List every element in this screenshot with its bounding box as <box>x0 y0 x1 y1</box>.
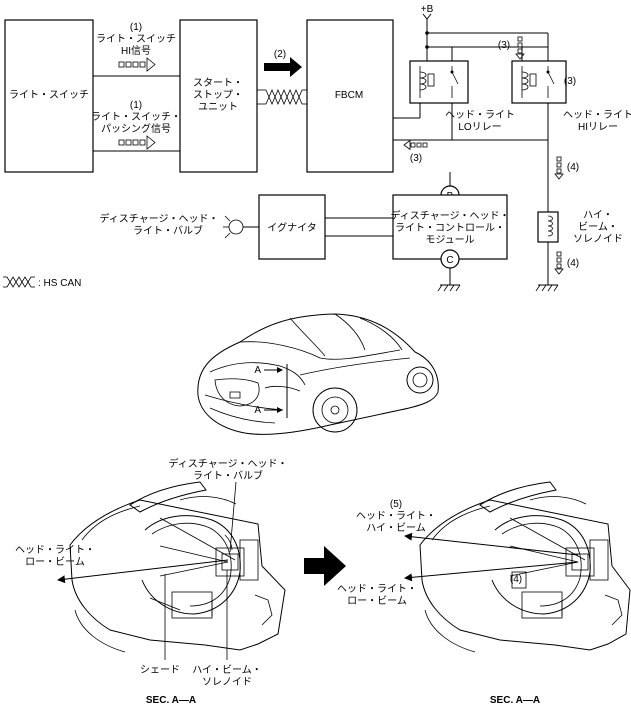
lo-relay-label-2: LOリレー <box>458 122 501 133</box>
ground-icon <box>437 284 461 292</box>
can-number: (2) <box>274 49 286 60</box>
fbcm-block <box>306 19 394 173</box>
discharge-module-block <box>392 194 508 260</box>
discharge-module-label-1: ディスチャージ・ヘッド・ <box>391 209 510 222</box>
right-headlamp-section <box>419 481 631 653</box>
section-marker-a-bottom: A <box>254 405 261 416</box>
solenoid-label-2: ビーム・ <box>578 221 618 233</box>
igniter-block <box>258 194 326 260</box>
pass-signal-label-2: パッシング信号 <box>101 122 171 135</box>
igniter-label: イグナイタ <box>267 221 316 234</box>
right-high-beam-label-2: ハイ・ビーム <box>366 522 426 534</box>
light-switch-label: ライト・スイッチ <box>9 89 89 101</box>
solenoid-coil-icon <box>547 215 553 237</box>
right-number-5: (5) <box>390 499 402 510</box>
hi-relay-coil-icon <box>521 66 537 98</box>
pass-signal-arrow-icon <box>118 135 156 150</box>
can-flow-arrow-icon <box>264 57 302 77</box>
ground-icon <box>535 284 559 292</box>
hs-can-bus-icon <box>257 88 307 106</box>
solenoid-number-top: (4) <box>567 162 579 173</box>
right-low-beam-ray <box>404 561 579 582</box>
solenoid-label-3: ソレノイド <box>573 234 623 245</box>
high-beam-ray <box>404 532 579 556</box>
pass-signal-number: (1) <box>130 100 142 111</box>
hs-can-legend-icon <box>3 276 35 288</box>
left-solenoid-label-1: ハイ・ビーム・ <box>192 664 262 676</box>
bulb-label-1: ディスチャージ・ヘッド・ <box>100 212 219 225</box>
lo-relay-signal-arrow-icon <box>403 139 428 151</box>
right-low-beam-label-2: ロー・ビーム <box>347 595 407 607</box>
hi-relay-number-left: (3) <box>498 40 510 51</box>
hi-relay-number-right: (3) <box>564 76 576 87</box>
hi-beam-solenoid-block <box>537 211 559 243</box>
left-solenoid-label-2: ソレノイド <box>202 677 252 688</box>
left-low-beam-label-2: ロー・ビーム <box>25 556 85 568</box>
lo-relay-switch-icon <box>450 66 459 98</box>
car-illustration <box>197 313 439 435</box>
left-low-beam-label-1: ヘッド・ライト・ <box>15 544 95 556</box>
solenoid-number-bottom: (4) <box>567 258 579 269</box>
lo-relay-block <box>409 60 469 104</box>
low-beam-ray <box>57 559 229 584</box>
discharge-module-label-3: モジュール <box>425 235 474 246</box>
shade-label: シェード <box>140 665 180 676</box>
pass-signal-label-1: ライト・スイッチ・ <box>91 111 181 123</box>
legend-label: : HS CAN <box>38 278 81 289</box>
power-label: +B <box>421 4 434 15</box>
right-number-4: (4) <box>510 574 522 585</box>
hi-signal-label-2: HI信号 <box>121 45 151 57</box>
hi-relay-switch-icon <box>546 66 555 98</box>
light-switch-block <box>4 19 94 173</box>
discharge-bulb-icon <box>223 215 244 239</box>
transition-arrow-icon <box>304 546 346 586</box>
solenoid-label-1: ハイ・ <box>583 210 613 221</box>
section-marker-a-top: A <box>254 365 261 376</box>
hi-signal-arrow-icon <box>118 57 156 72</box>
lo-relay-coil-icon <box>419 66 435 98</box>
left-bulb-label-1: ディスチャージ・ヘッド・ <box>169 457 288 470</box>
hi-signal-number: (1) <box>130 22 142 33</box>
hi-signal-label-1: ライト・スイッチ <box>96 33 176 45</box>
ground-signal-arrow-icon <box>554 251 564 275</box>
hi-relay-label-2: HIリレー <box>578 122 618 133</box>
connector-c-label: C <box>446 255 453 266</box>
bulb-label-2: ライト・バルブ <box>133 224 203 237</box>
fbcm-label: FBCM <box>335 90 363 101</box>
solenoid-signal-arrow-icon <box>554 156 564 180</box>
left-headlamp-section <box>69 481 286 653</box>
right-low-beam-label-1: ヘッド・ライト・ <box>337 583 417 595</box>
hi-relay-label-1: ヘッド・ライト <box>563 109 631 121</box>
hi-relay-block <box>511 60 567 104</box>
left-bulb-label-2: ライト・バルブ <box>193 469 263 482</box>
start-stop-label-3: ユニット <box>198 102 238 113</box>
start-stop-label-2: ストップ・ <box>193 89 243 101</box>
start-stop-unit-block <box>179 19 258 173</box>
start-stop-label-1: スタート・ <box>193 77 243 89</box>
lo-relay-label-1: ヘッド・ライト <box>445 109 515 121</box>
right-high-beam-label-1: ヘッド・ライト・ <box>356 510 436 522</box>
right-section-caption: SEC. A—A <box>490 695 540 706</box>
hi-relay-signal-arrow-icon <box>515 36 525 60</box>
left-section-caption: SEC. A—A <box>146 695 196 706</box>
discharge-module-label-2: ライト・コントロール・ <box>395 222 505 234</box>
lo-relay-number: (3) <box>410 153 422 164</box>
